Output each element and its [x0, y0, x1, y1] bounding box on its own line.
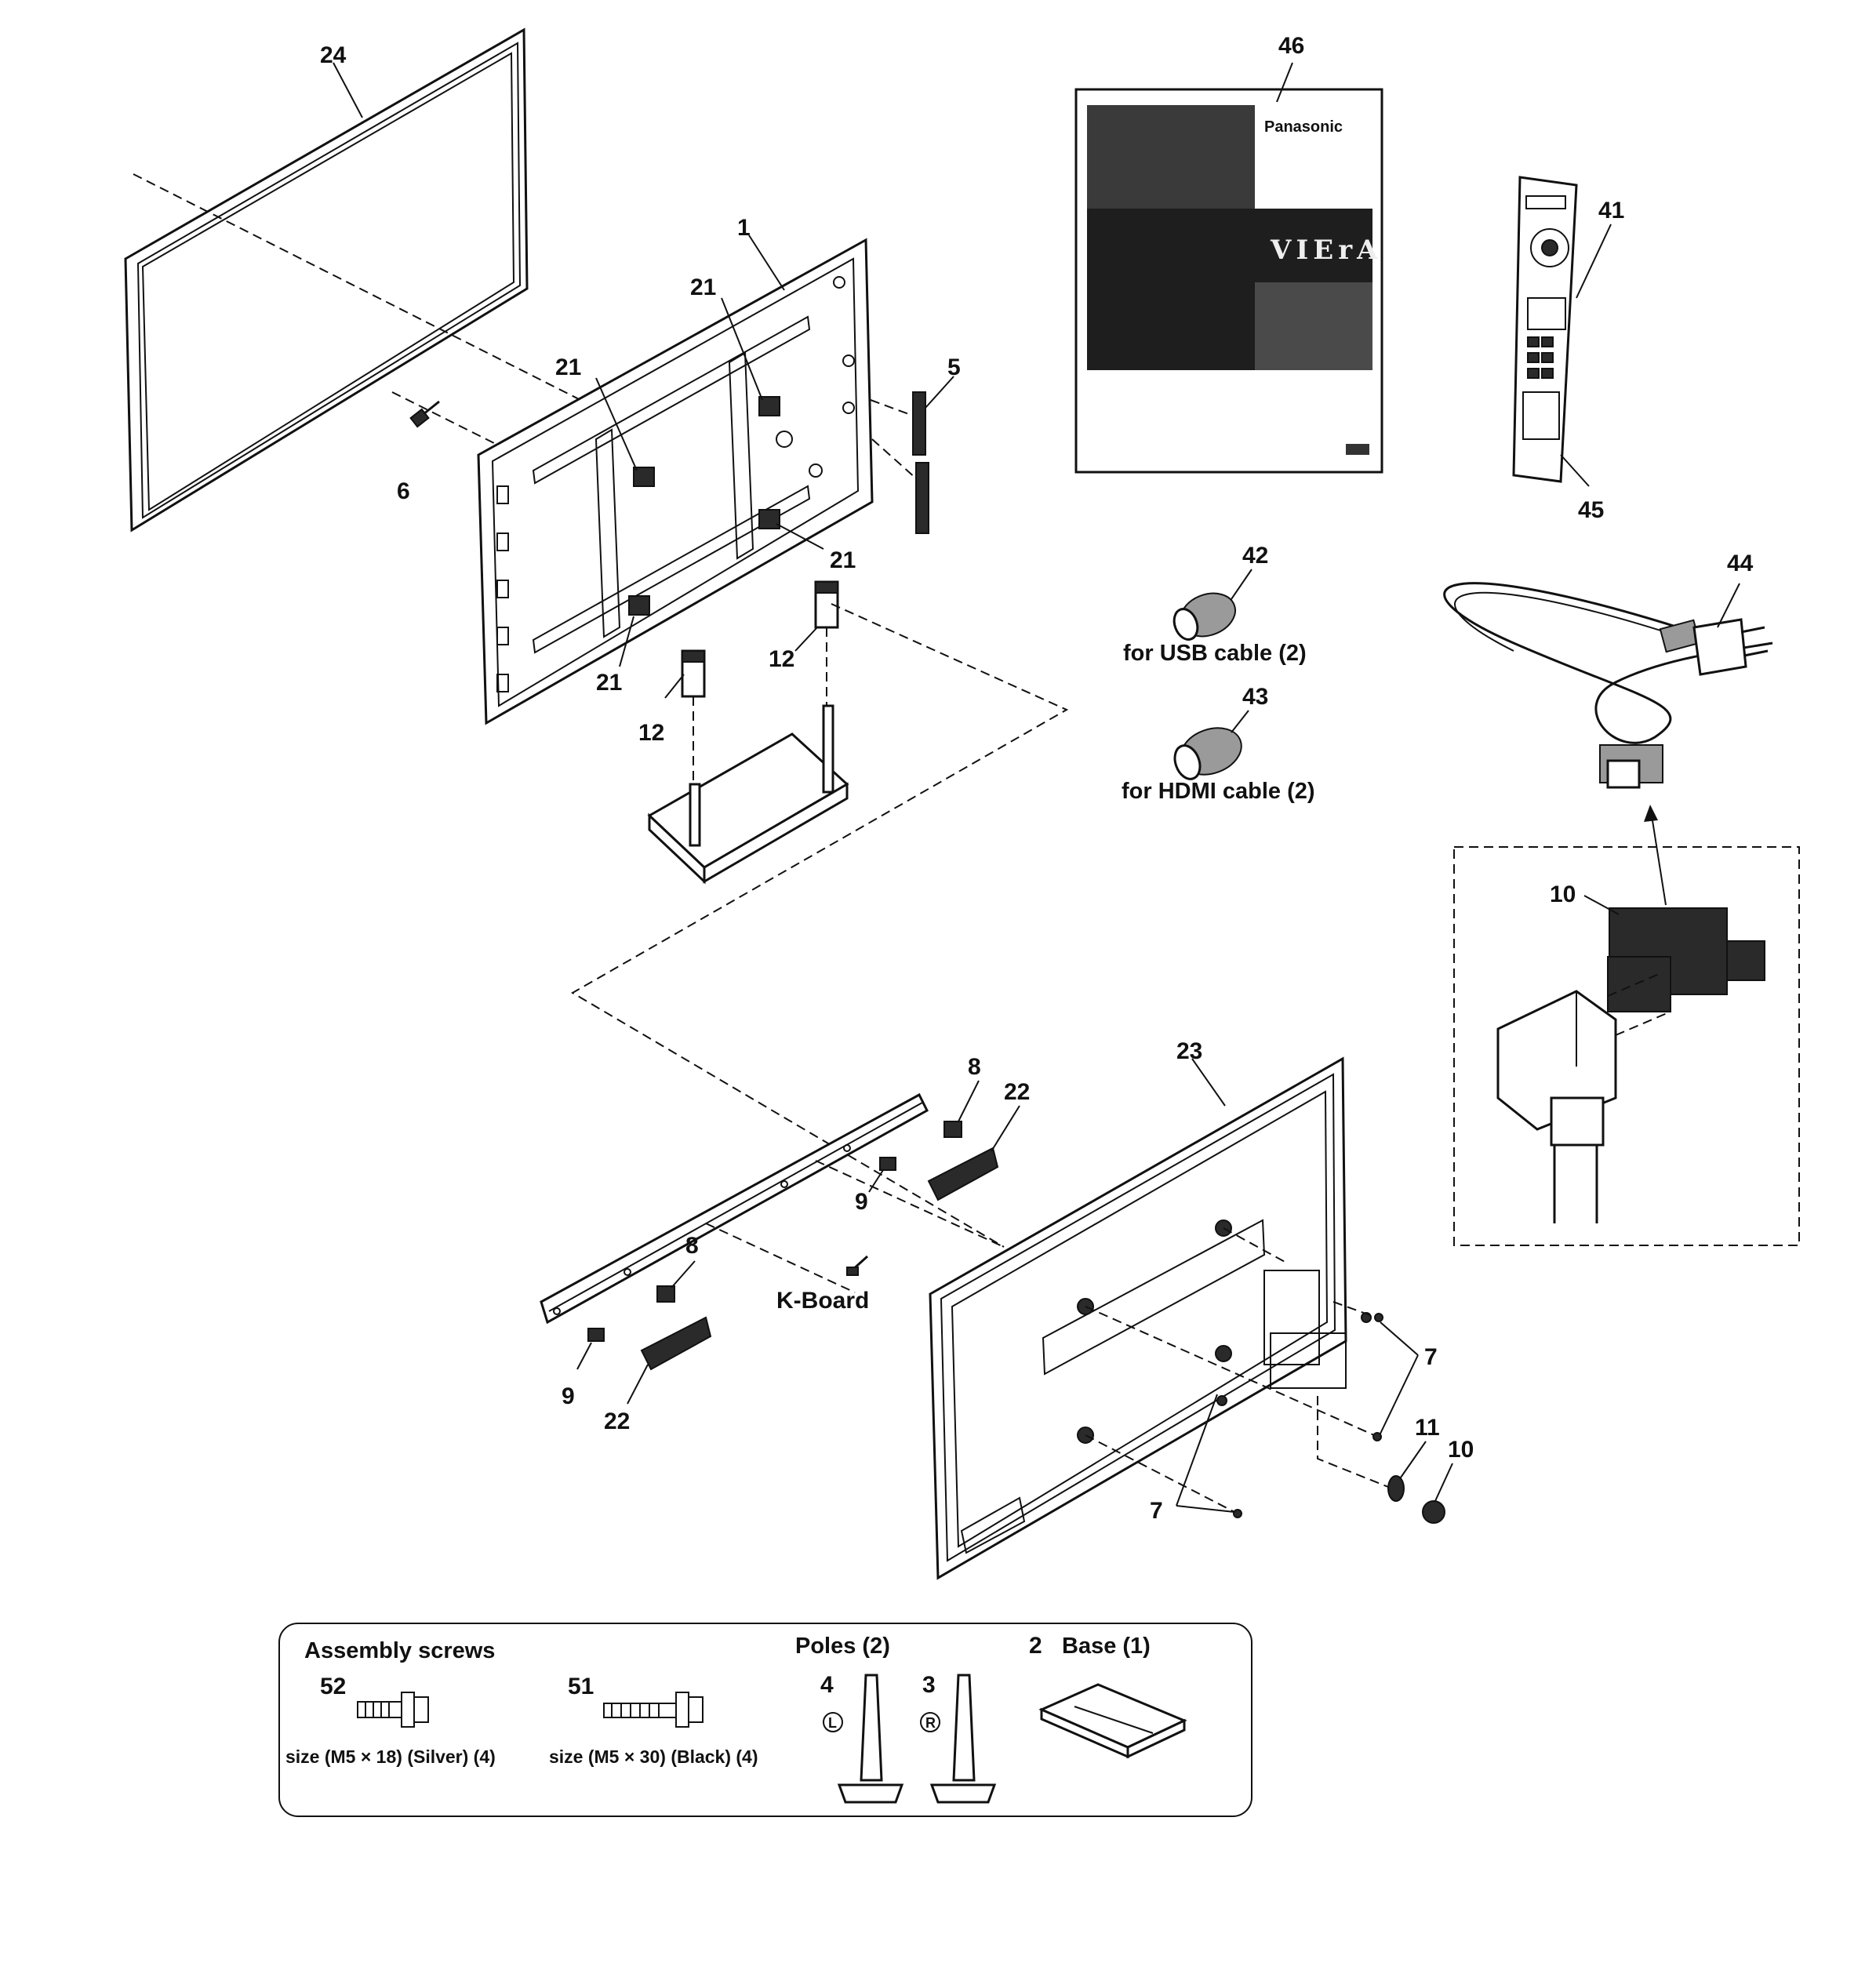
hook-part-8-b: [656, 1285, 675, 1303]
remote-control-part-41: [1512, 176, 1578, 483]
manual-brand: Panasonic: [1264, 118, 1343, 136]
callout-21-a: 21: [555, 354, 581, 380]
callout-7-b: 7: [1150, 1498, 1163, 1524]
callout-10-a: 10: [1550, 881, 1576, 907]
speaker-bar-assembly: [540, 1092, 929, 1325]
callout-41: 41: [1598, 198, 1624, 224]
cord-connector-detail: [1496, 972, 1671, 1223]
chassis-panel-part-1: [477, 238, 874, 725]
base-title: Base (1): [1062, 1634, 1151, 1659]
screw-part-6: [409, 400, 440, 428]
label-usb-cable: for USB cable (2): [1123, 641, 1307, 666]
stand-bracket-part-12-a: [814, 580, 839, 629]
callout-23: 23: [1176, 1038, 1202, 1064]
callout-8-a: 8: [968, 1054, 981, 1080]
clamp-part-10-detail: [1607, 907, 1765, 1012]
callout-22-b: 22: [604, 1408, 630, 1434]
callout-21-b: 21: [690, 274, 716, 300]
bracket-part-21-d: [628, 595, 650, 616]
callout-43: 43: [1242, 684, 1268, 710]
pole-left-part-4: [823, 1674, 904, 1804]
callout-52: 52: [320, 1674, 346, 1699]
manual-series: VIErA: [1270, 234, 1383, 266]
callout-5: 5: [947, 354, 961, 380]
operating-manual-part-46: Panasonic VIErA: [1074, 88, 1383, 474]
callout-8-b: 8: [685, 1233, 699, 1259]
pole-3-side: R: [925, 1715, 936, 1731]
screw-51-icon: [603, 1692, 704, 1728]
callout-2: 2: [1029, 1633, 1042, 1659]
hook-part-8-a: [943, 1121, 962, 1138]
callout-12-b: 12: [638, 720, 664, 746]
poles-title: Poles (2): [795, 1634, 890, 1659]
speaker-foot-part-22-b: [640, 1316, 712, 1371]
inset-detail-box: [1453, 846, 1800, 1246]
label-k-board: K-Board: [776, 1288, 869, 1314]
pole-4-side: L: [828, 1715, 837, 1731]
screw-51-size: size (M5 × 30) (Black) (4): [549, 1746, 758, 1767]
label-hdmi-cable: for HDMI cable (2): [1122, 779, 1315, 804]
callout-44: 44: [1727, 551, 1754, 576]
callout-1: 1: [737, 215, 751, 241]
callout-21-d: 21: [596, 670, 622, 696]
accessory-box: Assembly screws 52 size (M5 × 18) (Silve…: [278, 1623, 1252, 1817]
screw-52-icon: [357, 1692, 429, 1728]
base-part-2: [1038, 1683, 1187, 1759]
power-cord-part-44: [1443, 582, 1773, 789]
callout-7-a: 7: [1424, 1344, 1438, 1370]
callout-6: 6: [397, 478, 410, 504]
callout-11: 11: [1415, 1415, 1440, 1441]
stand-base-assembled: [647, 704, 849, 885]
bracket-part-21-a: [633, 467, 655, 487]
callout-3: 3: [922, 1672, 936, 1698]
pole-right-part-3: [920, 1674, 997, 1804]
clamp-part-10: [1422, 1500, 1445, 1524]
washer-part-11: [1387, 1475, 1405, 1502]
screw-part-9-a: [879, 1157, 896, 1171]
callout-4: 4: [820, 1672, 834, 1698]
callout-22-a: 22: [1004, 1079, 1030, 1105]
callout-9-a: 9: [855, 1189, 868, 1215]
screw-part-7-group: [1085, 1227, 1383, 1518]
callout-9-b: 9: [562, 1383, 575, 1409]
callout-10-b: 10: [1448, 1437, 1474, 1463]
ferrite-core-usb-part-42: [1172, 592, 1236, 641]
screw-part-9-b: [587, 1328, 605, 1342]
callout-12-a: 12: [769, 646, 794, 672]
ferrite-core-hdmi-part-43: [1173, 727, 1242, 780]
callout-42: 42: [1242, 543, 1268, 569]
callout-24: 24: [320, 42, 347, 68]
speaker-foot-part-22-a: [927, 1147, 999, 1201]
callout-45: 45: [1578, 497, 1604, 523]
bracket-part-21-c: [758, 509, 780, 529]
front-bezel-part-24: [124, 27, 529, 532]
bracket-part-21-b: [758, 396, 780, 416]
assembly-screws-title: Assembly screws: [304, 1638, 495, 1663]
rear-cover-part-23: [929, 1056, 1372, 1580]
callout-51: 51: [568, 1674, 594, 1699]
screw-52-size: size (M5 × 18) (Silver) (4): [285, 1746, 496, 1767]
k-board-part: [846, 1255, 869, 1276]
callout-21-c: 21: [830, 547, 856, 573]
side-bracket-part-5: [870, 391, 929, 534]
stand-bracket-part-12-b: [681, 649, 706, 698]
callout-46: 46: [1278, 33, 1304, 59]
